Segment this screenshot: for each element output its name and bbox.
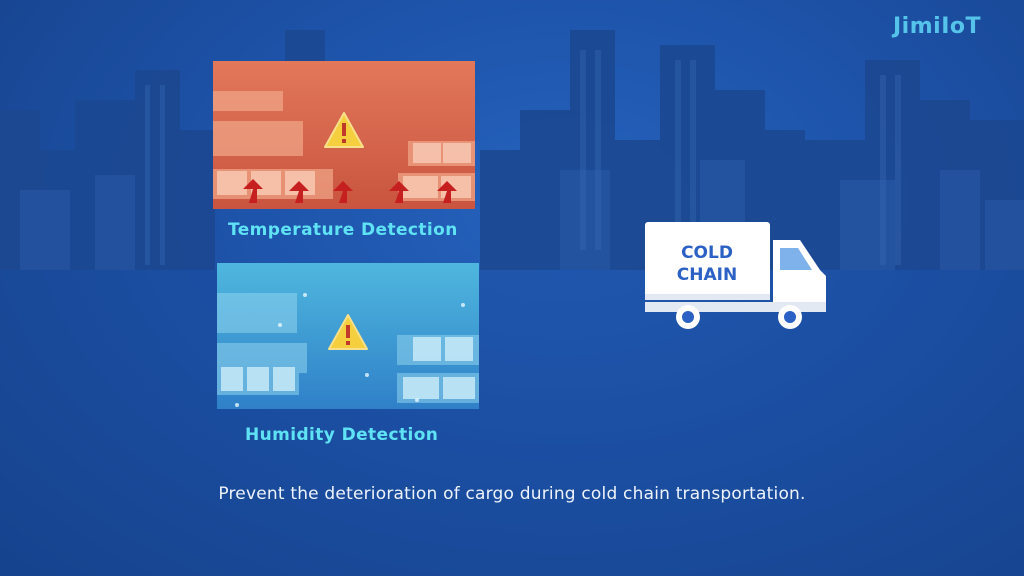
- temperature-detection-label: Temperature Detection: [228, 220, 458, 240]
- caption-text: Prevent the deterioration of cargo durin…: [218, 484, 806, 504]
- temperature-detection-panel: [213, 61, 475, 209]
- warning-icon: [324, 112, 364, 148]
- cold-chain-truck: COLD CHAIN: [645, 222, 826, 329]
- warning-icon: [328, 314, 368, 350]
- humidity-detection-panel: [217, 263, 479, 409]
- truck-text-line2: CHAIN: [677, 265, 737, 285]
- truck-text-line1: COLD: [681, 243, 733, 263]
- humidity-detection-label: Humidity Detection: [245, 425, 439, 445]
- brand-logo: JimiIoT: [893, 14, 981, 39]
